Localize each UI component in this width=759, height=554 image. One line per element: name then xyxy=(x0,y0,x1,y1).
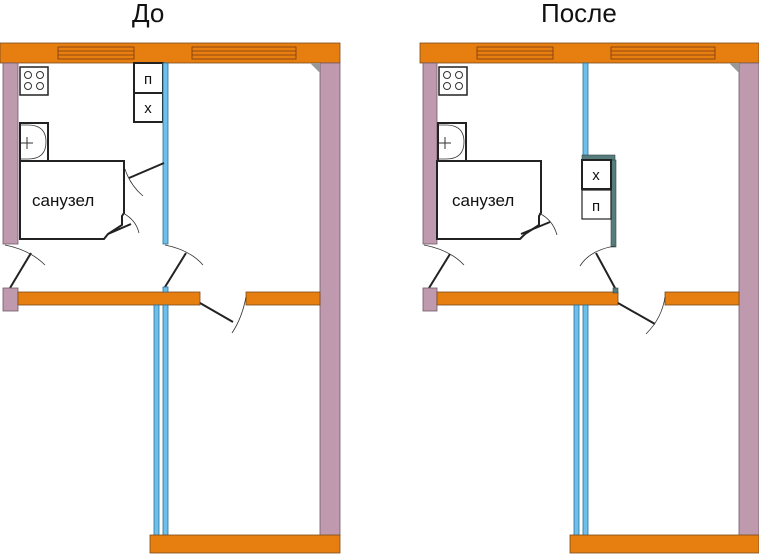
title-after: После xyxy=(541,0,617,28)
partition-wall xyxy=(162,62,169,245)
stove-icon xyxy=(438,66,468,96)
pantry-label: п xyxy=(592,198,600,215)
inner-wall-right xyxy=(245,291,321,306)
pantry-box: п xyxy=(581,189,612,220)
bottom-exterior-wall xyxy=(149,534,341,554)
fridge-label: х xyxy=(144,100,152,117)
door-bedroom[interactable] xyxy=(617,302,656,325)
corner-mark xyxy=(310,63,320,73)
partition-stub xyxy=(162,286,169,293)
window-2 xyxy=(191,46,297,60)
door-kitchen[interactable] xyxy=(595,252,616,289)
door-kitchen[interactable] xyxy=(128,162,165,179)
inner-wall xyxy=(17,291,201,306)
sink-icon xyxy=(437,122,467,162)
window-1 xyxy=(57,46,135,60)
door-room[interactable] xyxy=(164,252,187,288)
stove-icon xyxy=(19,66,49,96)
bottom-exterior-wall xyxy=(569,534,759,554)
left-wall xyxy=(2,62,19,245)
partition-lower-2 xyxy=(582,304,589,537)
bathroom: санузел xyxy=(19,160,125,240)
inner-wall xyxy=(436,291,619,306)
fridge-box: х xyxy=(133,92,164,123)
fridge-label: х xyxy=(592,167,600,184)
partition-stub xyxy=(612,287,619,294)
title-before: До xyxy=(132,0,165,28)
wall-post xyxy=(422,287,438,312)
partition-lower-1 xyxy=(573,304,580,537)
left-wall xyxy=(422,62,438,245)
right-wall xyxy=(319,62,341,537)
door-entrance[interactable] xyxy=(9,252,32,289)
plan-before: п х санузел xyxy=(0,42,341,554)
sink-icon xyxy=(19,122,49,162)
top-exterior-wall xyxy=(0,42,341,64)
partition-lower-2 xyxy=(162,304,169,537)
door-bathroom[interactable] xyxy=(107,223,132,235)
inner-wall-right xyxy=(664,291,740,306)
pantry-label: п xyxy=(144,71,152,88)
door-entrance[interactable] xyxy=(428,253,451,289)
plan-after: х п санузел xyxy=(419,42,759,554)
bathroom-label: санузел xyxy=(452,191,514,210)
bathroom-label: санузел xyxy=(32,191,94,210)
wall-post xyxy=(2,287,19,312)
partition-wall xyxy=(582,62,589,157)
partition-lower-1 xyxy=(153,304,160,537)
right-wall xyxy=(738,62,759,537)
window-1 xyxy=(476,46,554,60)
bathroom: санузел xyxy=(436,160,542,240)
pantry-box: п xyxy=(133,62,164,94)
door-bathroom[interactable] xyxy=(520,221,551,235)
corner-mark xyxy=(729,63,739,73)
fridge-box: х xyxy=(581,159,612,190)
door-bedroom[interactable] xyxy=(199,302,234,323)
window-2 xyxy=(610,46,716,60)
top-exterior-wall xyxy=(419,42,759,64)
